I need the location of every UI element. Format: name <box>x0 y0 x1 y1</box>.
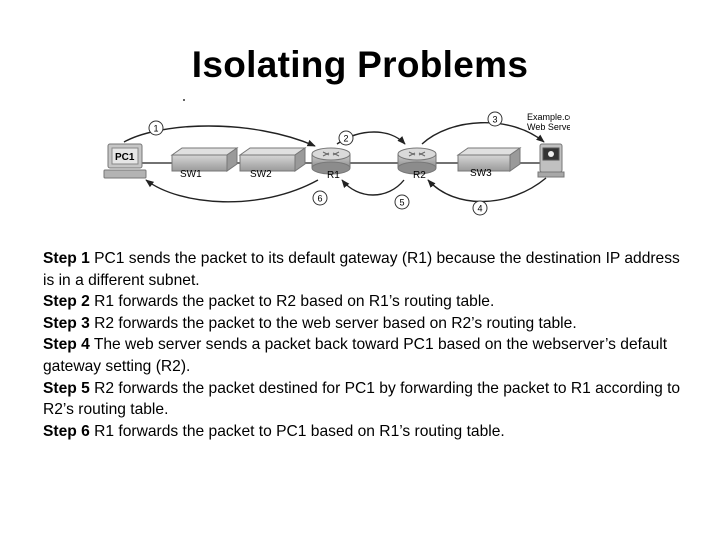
flow-markers: 1 2 3 4 5 6 <box>148 111 503 216</box>
step-2-text: R1 forwards the packet to R2 based on R1… <box>89 293 495 311</box>
sw3-label: SW3 <box>470 168 492 179</box>
step-1-text: PC1 sends the packet to its default gate… <box>43 250 680 289</box>
flow-arrow-6 <box>145 179 319 203</box>
flow-arrow-4 <box>427 177 547 203</box>
r1-label: R1 <box>327 170 340 181</box>
step-2-label: Step 2 <box>43 293 90 311</box>
flow-marker-1: 1 <box>148 120 164 136</box>
server-name-label: Example.com <box>527 112 570 122</box>
step-4-label: Step 4 <box>43 336 90 354</box>
svg-text:4: 4 <box>477 204 482 214</box>
flow-marker-4: 4 <box>472 200 488 216</box>
svg-text:6: 6 <box>317 194 322 204</box>
network-diagram: PC1 SW1 SW2 R1 R2 SW3 <box>103 111 570 216</box>
svg-text:1: 1 <box>153 124 158 134</box>
step-1: Step 1 PC1 sends the packet to its defau… <box>43 248 683 291</box>
web-server-icon: Example.com Web Server <box>527 112 570 178</box>
stray-dot <box>183 99 185 101</box>
svg-text:3: 3 <box>492 115 497 125</box>
pc1-label: PC1 <box>115 152 135 163</box>
step-6: Step 6 R1 forwards the packet to PC1 bas… <box>43 421 683 443</box>
step-4-text: The web server sends a packet back towar… <box>43 336 668 375</box>
flow-arrow-5 <box>341 179 405 196</box>
flow-arrow-1 <box>123 125 316 147</box>
sw1-switch-icon: SW1 <box>170 147 239 180</box>
svg-text:5: 5 <box>399 198 404 208</box>
flow-marker-6: 6 <box>312 190 328 206</box>
pc1-computer-icon: PC1 <box>103 143 147 179</box>
step-5-label: Step 5 <box>43 379 90 397</box>
sw1-label: SW1 <box>180 169 202 180</box>
r2-router-icon: R2 <box>397 147 437 181</box>
slide-title: Isolating Problems <box>191 44 529 85</box>
step-3: Step 3 R2 forwards the packet to the web… <box>43 313 683 335</box>
flow-marker-2: 2 <box>338 130 354 146</box>
step-5-text: R2 forwards the packet destined for PC1 … <box>43 379 681 419</box>
steps-list: Step 1 PC1 sends the packet to its defau… <box>43 248 683 442</box>
flow-marker-5: 5 <box>394 194 410 210</box>
step-1-label: Step 1 <box>43 250 90 267</box>
flow-arrow-3 <box>421 122 545 145</box>
sw3-switch-icon: SW3 <box>456 147 522 179</box>
flow-marker-3: 3 <box>487 111 503 127</box>
r2-label: R2 <box>413 170 426 181</box>
server-role-label: Web Server <box>527 122 570 132</box>
step-6-text: R1 forwards the packet to PC1 based on R… <box>89 422 505 440</box>
flow-arrows <box>123 122 547 203</box>
step-3-text: R2 forwards the packet to the web server… <box>89 314 577 332</box>
svg-text:2: 2 <box>343 134 348 144</box>
step-2: Step 2 R1 forwards the packet to R2 base… <box>43 291 683 313</box>
step-3-label: Step 3 <box>43 314 90 332</box>
step-6-label: Step 6 <box>43 422 90 440</box>
r1-router-icon: R1 <box>311 147 351 181</box>
sw2-switch-icon: SW2 <box>238 147 307 180</box>
step-4: Step 4 The web server sends a packet bac… <box>43 334 683 377</box>
step-5: Step 5 R2 forwards the packet destined f… <box>43 378 683 421</box>
sw2-label: SW2 <box>250 169 272 180</box>
